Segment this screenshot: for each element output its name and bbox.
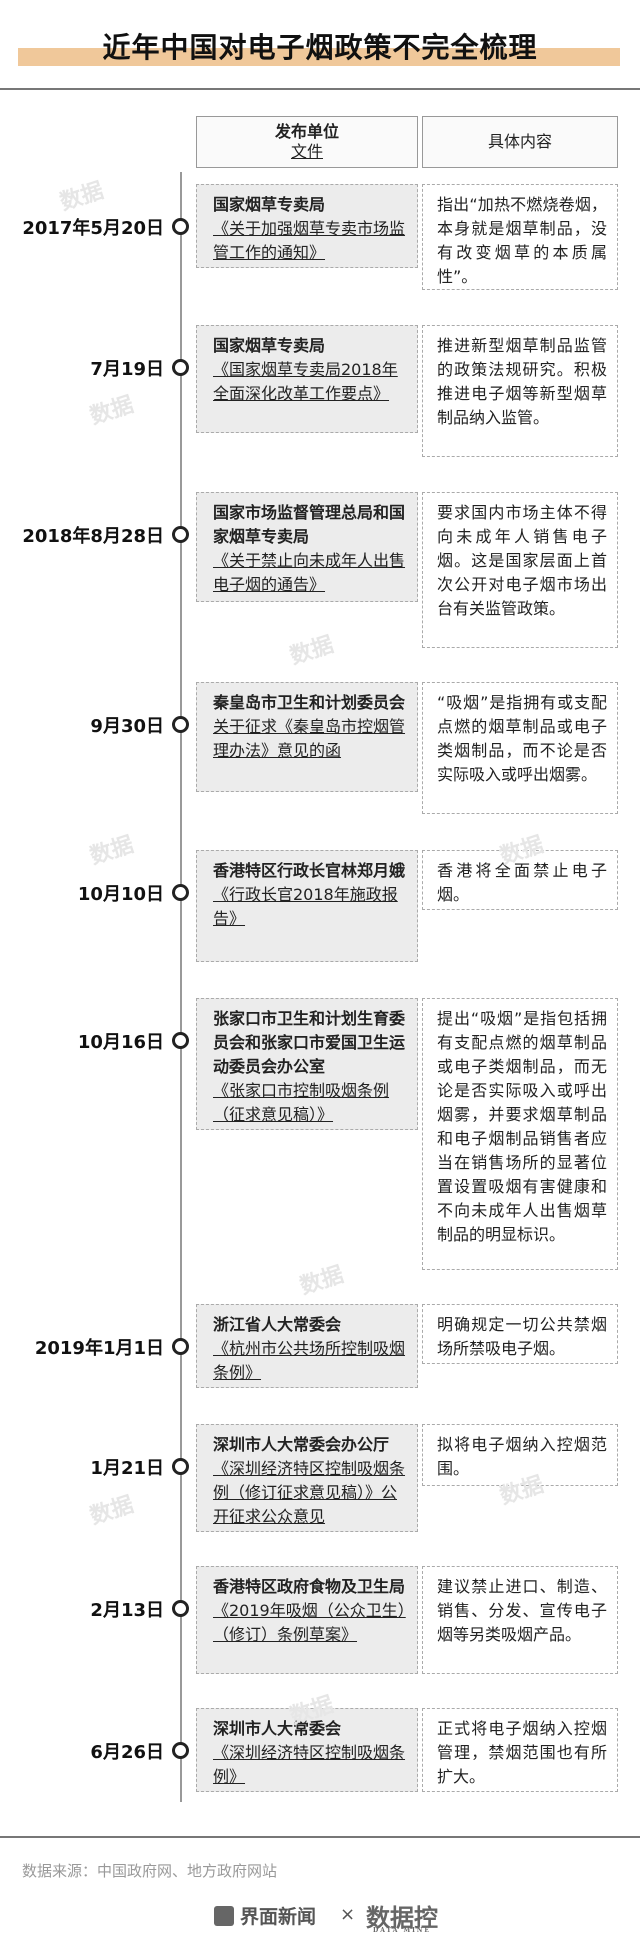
entry-date: 2月13日	[90, 1600, 164, 1621]
watermark-logo: 数据	[296, 1261, 347, 1300]
entry-date: 10月10日	[77, 884, 164, 905]
header-document-label: 文件	[290, 142, 323, 161]
entry-date: 6月26日	[90, 1742, 164, 1763]
entry-source-card: 深圳市人大常委会 《深圳经济特区控制吸烟条例》	[196, 1708, 418, 1792]
entry-source-card: 深圳市人大常委会办公厅 《深圳经济特区控制吸烟条例（修订征求意见稿）》公开征求公…	[196, 1424, 418, 1532]
entry-doc: 《国家烟草专卖局2018年全面深化改革工作要点》	[213, 360, 398, 403]
entry-doc: 《深圳经济特区控制吸烟条例》	[213, 1743, 406, 1786]
entry-date: 2017年5月20日	[22, 218, 164, 239]
entry-source-card: 秦皇岛市卫生和计划委员会 关于征求《秦皇岛市控烟管理办法》意见的函	[196, 682, 418, 792]
entry-source-card: 张家口市卫生和计划生育委员会和张家口市爱国卫生运动委员会办公室 《张家口市控制吸…	[196, 998, 418, 1130]
entry-org: 深圳市人大常委会办公厅	[213, 1435, 390, 1454]
jiemian-logo-text: 界面新闻	[240, 1906, 317, 1928]
entry-org: 浙江省人大常委会	[213, 1315, 342, 1334]
entry-org: 香港特区行政长官林郑月娥	[213, 861, 406, 880]
entry-content: 正式将电子烟纳入控烟管理，禁烟范围也有所扩大。	[422, 1708, 618, 1792]
entry-content: 香港将全面禁止电子烟。	[422, 850, 618, 910]
entry-date: 2018年8月28日	[22, 526, 164, 547]
entry-doc: 《行政长官2018年施政报告》	[213, 885, 398, 928]
watermark-logo: 数据	[86, 831, 137, 870]
entry-source-card: 国家烟草专卖局 《关于加强烟草专卖市场监管工作的通知》	[196, 184, 418, 268]
divider	[0, 1836, 640, 1838]
entry-doc: 《张家口市控制吸烟条例（征求意见稿）》	[213, 1081, 390, 1124]
watermark-logo: 数据	[86, 1491, 137, 1530]
brand-separator: ×	[340, 1904, 356, 1925]
entry-org: 国家烟草专卖局	[213, 195, 326, 214]
entry-doc: 《杭州市公共场所控制吸烟条例》	[213, 1339, 406, 1382]
watermark-logo: 数据	[286, 631, 337, 670]
entry-content: 指出“加热不燃烧卷烟，本身就是烟草制品，没有改变烟草的本质属性”。	[422, 184, 618, 290]
footer-brand: 界面新闻 × 数据控 DATA MINE	[0, 1898, 640, 1934]
column-header-content: 具体内容	[422, 116, 618, 168]
timeline-dot	[172, 359, 189, 376]
timeline-dot	[172, 1458, 189, 1475]
title-highlight	[18, 48, 620, 66]
entry-date: 7月19日	[90, 359, 164, 380]
jiemian-logo-icon	[214, 1906, 234, 1926]
header-publisher-label: 发布单位	[274, 122, 339, 141]
divider	[0, 88, 640, 90]
entry-content: 建议禁止进口、制造、销售、分发、宣传电子烟等另类吸烟产品。	[422, 1566, 618, 1674]
entry-content: 推进新型烟草制品监管的政策法规研究。积极推进电子烟等新型烟草制品纳入监管。	[422, 325, 618, 457]
data-source-note: 数据来源：中国政府网、地方政府网站	[22, 1862, 278, 1880]
entry-source-card: 国家市场监督管理总局和国家烟草专卖局 《关于禁止向未成年人出售电子烟的通告》	[196, 492, 418, 602]
timeline-dot	[172, 526, 189, 543]
timeline-dot	[172, 1032, 189, 1049]
entry-source-card: 香港特区行政长官林郑月娥 《行政长官2018年施政报告》	[196, 850, 418, 962]
entry-org: 张家口市卫生和计划生育委员会和张家口市爱国卫生运动委员会办公室	[213, 1009, 406, 1076]
entry-content: 明确规定一切公共禁烟场所禁吸电子烟。	[422, 1304, 618, 1364]
page-title: 近年中国对电子烟政策不完全梳理	[102, 31, 538, 64]
datamine-logo-sub: DATA MINE	[373, 1927, 431, 1934]
entry-org: 国家市场监督管理总局和国家烟草专卖局	[213, 503, 406, 546]
entry-org: 秦皇岛市卫生和计划委员会	[213, 693, 406, 712]
entry-doc: 《深圳经济特区控制吸烟条例（修订征求意见稿）》公开征求公众意见	[213, 1459, 406, 1526]
entry-source-card: 香港特区政府食物及卫生局 《2019年吸烟（公众卫生）（修订）条例草案》	[196, 1566, 418, 1674]
timeline-dot	[172, 1338, 189, 1355]
timeline-dot	[172, 218, 189, 235]
entry-content: 拟将电子烟纳入控烟范围。	[422, 1424, 618, 1486]
entry-org: 深圳市人大常委会	[213, 1719, 342, 1738]
jiemian-logo: 界面新闻	[214, 1902, 316, 1929]
entry-org: 国家烟草专卖局	[213, 336, 326, 355]
entry-doc: 《关于禁止向未成年人出售电子烟的通告》	[213, 551, 406, 594]
entry-org: 香港特区政府食物及卫生局	[213, 1577, 406, 1596]
entry-date: 9月30日	[90, 716, 164, 737]
entry-date: 1月21日	[90, 1458, 164, 1479]
entry-date: 10月16日	[77, 1032, 164, 1053]
entry-source-card: 国家烟草专卖局 《国家烟草专卖局2018年全面深化改革工作要点》	[196, 325, 418, 433]
timeline-line	[180, 172, 182, 1802]
watermark-logo: 数据	[86, 391, 137, 430]
entry-content: 要求国内市场主体不得向未成年人销售电子烟。这是国家层面上首次公开对电子烟市场出台…	[422, 492, 618, 648]
timeline-dot	[172, 884, 189, 901]
entry-doc: 关于征求《秦皇岛市控烟管理办法》意见的函	[213, 717, 406, 760]
timeline-dot	[172, 1742, 189, 1759]
timeline-dot	[172, 716, 189, 733]
timeline-dot	[172, 1600, 189, 1617]
entry-content: “吸烟”是指拥有或支配点燃的烟草制品或电子类烟制品，而不论是否实际吸入或呼出烟雾…	[422, 682, 618, 814]
entry-source-card: 浙江省人大常委会 《杭州市公共场所控制吸烟条例》	[196, 1304, 418, 1388]
entry-doc: 《关于加强烟草专卖市场监管工作的通知》	[213, 219, 406, 262]
datamine-logo: 数据控 DATA MINE	[366, 1898, 438, 1934]
entry-date: 2019年1月1日	[34, 1338, 164, 1359]
entry-content: 提出“吸烟”是指包括拥有支配点燃的烟草制品或电子类烟制品，而无论是否实际吸入或呼…	[422, 998, 618, 1270]
datamine-logo-text: 数据控	[366, 1903, 438, 1932]
entry-doc: 《2019年吸烟（公众卫生）（修订）条例草案》	[213, 1601, 406, 1644]
column-header-publisher: 发布单位 文件	[196, 116, 418, 168]
